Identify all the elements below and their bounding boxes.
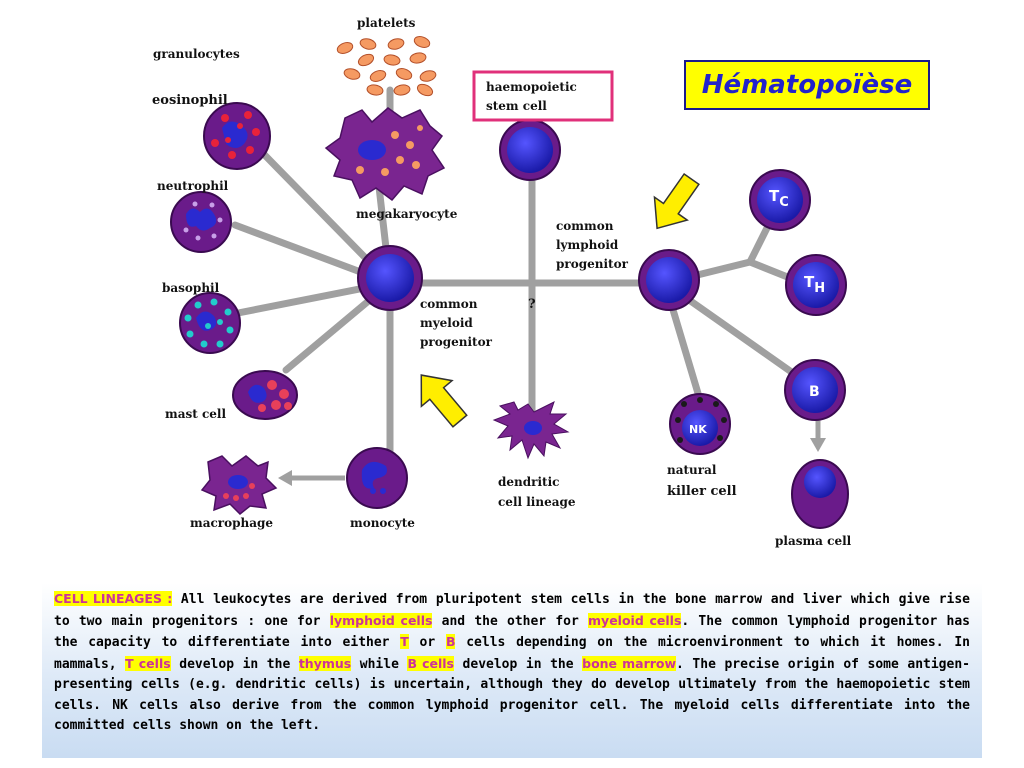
highlight-thymus: thymus xyxy=(298,655,352,671)
th-label: TH xyxy=(804,273,825,296)
highlight-lymphoid-cells: lymphoid cells xyxy=(329,612,433,628)
description-text-3: . The common lymphoid progenitor has the… xyxy=(54,613,970,651)
highlight-b-cells: B cells xyxy=(407,655,454,671)
yellow-arrow-myeloid xyxy=(420,374,468,428)
arrow-to-macrophage xyxy=(278,470,345,486)
highlight-b: B xyxy=(445,634,456,649)
plasma-cell-label: plasma cell xyxy=(775,534,852,548)
megakaryocyte-label: megakaryocyte xyxy=(356,207,458,221)
lymphoid-label-line2: lymphoid xyxy=(556,238,619,252)
hematopoiesis-diagram: TC TH B NK platelets granulocytes eosino… xyxy=(152,16,852,548)
neutrophil-icon xyxy=(170,191,232,253)
nk-label-line1: natural xyxy=(667,463,717,477)
nk-label: NK xyxy=(689,423,707,436)
description-panel: CELL LINEAGES : All leukocytes are deriv… xyxy=(42,583,982,758)
description-text-2: and the other for xyxy=(432,613,589,629)
arrow-to-plasma-cell xyxy=(810,420,826,452)
myeloid-label-line3: progenitor xyxy=(420,335,493,349)
t-helper-cell-icon xyxy=(785,254,847,316)
macrophage-icon xyxy=(200,455,278,516)
description-heading: CELL LINEAGES : xyxy=(54,591,173,606)
monocyte-icon xyxy=(346,447,408,509)
neutrophil-label: neutrophil xyxy=(157,179,229,193)
nk-cell-icon xyxy=(669,393,731,455)
stem-cell-label-line1: haemopoietic xyxy=(486,80,577,94)
description-text-5: cells depending on the microenvironment … xyxy=(54,635,970,672)
description-text-4: or xyxy=(408,635,446,650)
mast-cell-icon xyxy=(232,370,298,420)
description-text-1: All leukocytes are derived from pluripot… xyxy=(54,592,970,629)
t-cytotoxic-cell-icon xyxy=(749,169,811,231)
basophil-label: basophil xyxy=(162,281,220,295)
highlight-t: T xyxy=(400,634,409,649)
haemopoietic-stem-cell-icon xyxy=(499,119,561,181)
platelets-label: platelets xyxy=(357,16,416,30)
b-cell-label: B xyxy=(809,384,820,400)
nk-label-line2: killer cell xyxy=(667,484,737,499)
dendritic-label-line2: cell lineage xyxy=(498,495,576,509)
mast-cell-label: mast cell xyxy=(165,407,226,421)
myeloid-label-line2: myeloid xyxy=(420,316,473,330)
macrophage-label: macrophage xyxy=(190,516,273,530)
lymphoid-label-line3: progenitor xyxy=(556,257,629,271)
megakaryocyte-icon xyxy=(324,107,446,202)
highlight-bone-marrow: bone marrow xyxy=(582,655,677,671)
description-text-9: . The precise origin of some antigen-pre… xyxy=(54,656,970,734)
dendritic-label-line1: dendritic xyxy=(498,475,559,489)
monocyte-label: monocyte xyxy=(350,516,415,530)
eosinophil-label: eosinophil xyxy=(152,93,228,108)
dendritic-cell-icon xyxy=(492,401,570,460)
myeloid-progenitor-icon xyxy=(357,245,423,311)
platelets-icon xyxy=(336,36,437,97)
lymphoid-progenitor-icon xyxy=(638,249,700,311)
eosinophil-icon xyxy=(203,102,271,170)
yellow-arrow-lymphoid xyxy=(653,172,700,230)
dendritic-origin-question: ? xyxy=(528,297,536,312)
description-text-6: develop in the xyxy=(170,656,299,672)
tc-label: TC xyxy=(769,187,789,210)
description-text-7: while xyxy=(351,656,408,672)
plasma-cell-icon xyxy=(791,459,849,529)
page-title: Hématopoïèse xyxy=(684,60,930,110)
description-text-8: develop in the xyxy=(453,656,583,672)
b-cell-icon xyxy=(784,359,846,421)
lymphoid-label-line1: common xyxy=(556,219,614,233)
stem-cell-label-box xyxy=(472,70,614,122)
granulocytes-label: granulocytes xyxy=(153,47,240,61)
highlight-t-cells: T cells xyxy=(125,655,171,671)
basophil-icon xyxy=(179,292,241,354)
stem-cell-label-line2: stem cell xyxy=(486,99,547,113)
myeloid-label-line1: common xyxy=(420,297,478,311)
highlight-myeloid-cells: myeloid cells xyxy=(588,612,682,628)
